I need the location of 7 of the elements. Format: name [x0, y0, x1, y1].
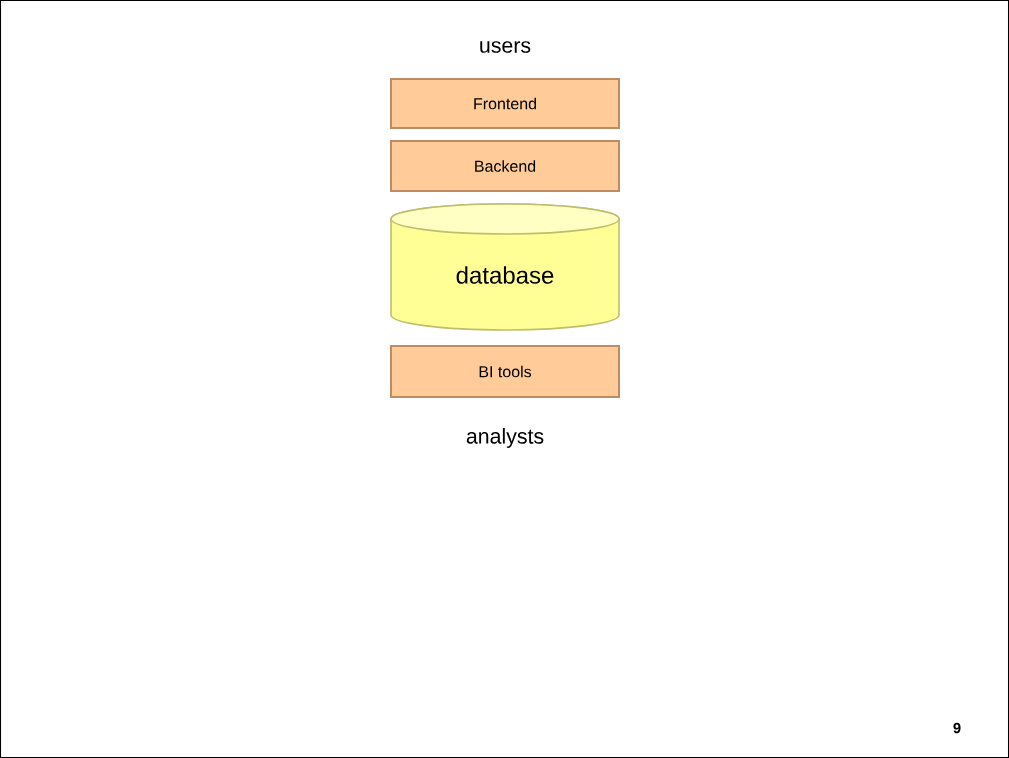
layer-box: Frontend	[390, 77, 620, 130]
person-label: users	[480, 41, 531, 53]
layer-box: BI tools	[390, 345, 620, 398]
layer-box: Backend	[390, 140, 620, 192]
person-label: analysts	[466, 428, 544, 448]
database-cylinder: database	[390, 203, 620, 331]
page-number: 9	[953, 722, 961, 734]
